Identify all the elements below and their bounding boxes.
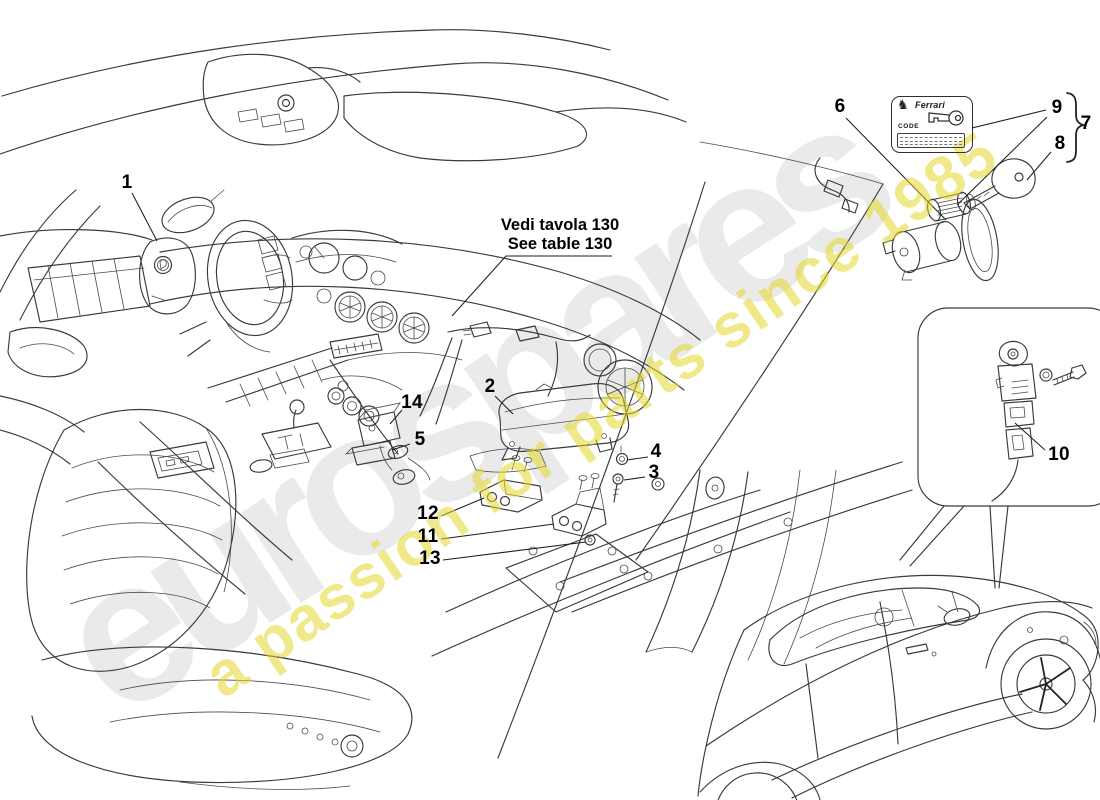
part-number-5: 5 [414, 429, 426, 450]
part-number-1: 1 [121, 172, 133, 193]
part-number-9: 9 [1051, 97, 1063, 118]
airbag-ecu [469, 383, 630, 473]
part-number-13: 13 [419, 548, 441, 569]
ignition-lock-assembly [814, 157, 1036, 282]
part-number-11: 11 [417, 526, 439, 547]
prancing-horse-icon: ♞ [897, 97, 909, 112]
key-icon [926, 108, 966, 135]
rear-shelf [207, 347, 463, 407]
dash-vents [316, 288, 430, 344]
part-number-14: 14 [401, 392, 423, 413]
card-brand-text: Ferrari [915, 100, 945, 110]
sensor-callout-box [899, 307, 1100, 589]
floor-brackets [479, 445, 725, 546]
part-number-12: 12 [417, 503, 439, 524]
crash-sensor [991, 340, 1087, 502]
dashboard [149, 229, 701, 427]
car-side-view [697, 574, 1100, 800]
interior-door-left [0, 255, 151, 465]
key-8 [991, 158, 1036, 199]
part-number-10: 10 [1048, 444, 1070, 465]
driver-seat [26, 409, 413, 790]
part-number-4: 4 [650, 441, 662, 462]
group-brace-7 [1066, 92, 1086, 163]
part-number-6: 6 [834, 96, 846, 117]
floor-and-sill [431, 181, 913, 759]
interior-roof [0, 29, 884, 321]
card-code-label: CODE [898, 123, 920, 130]
part-number-3: 3 [648, 462, 660, 483]
key-code-card: ♞ Ferrari CODE [891, 96, 973, 153]
code-strip [897, 133, 965, 148]
part-number-7: 7 [1080, 113, 1092, 134]
leader-lines [131, 92, 1086, 561]
part-number-8: 8 [1054, 133, 1066, 154]
center-console [97, 359, 399, 595]
table-reference-line-it: Vedi tavola 130 [500, 216, 620, 234]
airbag-module [139, 237, 196, 315]
table-reference-note: Vedi tavola 130 See table 130 [501, 216, 619, 255]
console-bracket-14-5 [344, 402, 401, 471]
steering-wheel-and-airbag [139, 219, 294, 357]
table-reference-line-en: See table 130 [507, 235, 613, 254]
part-number-2: 2 [484, 376, 496, 397]
